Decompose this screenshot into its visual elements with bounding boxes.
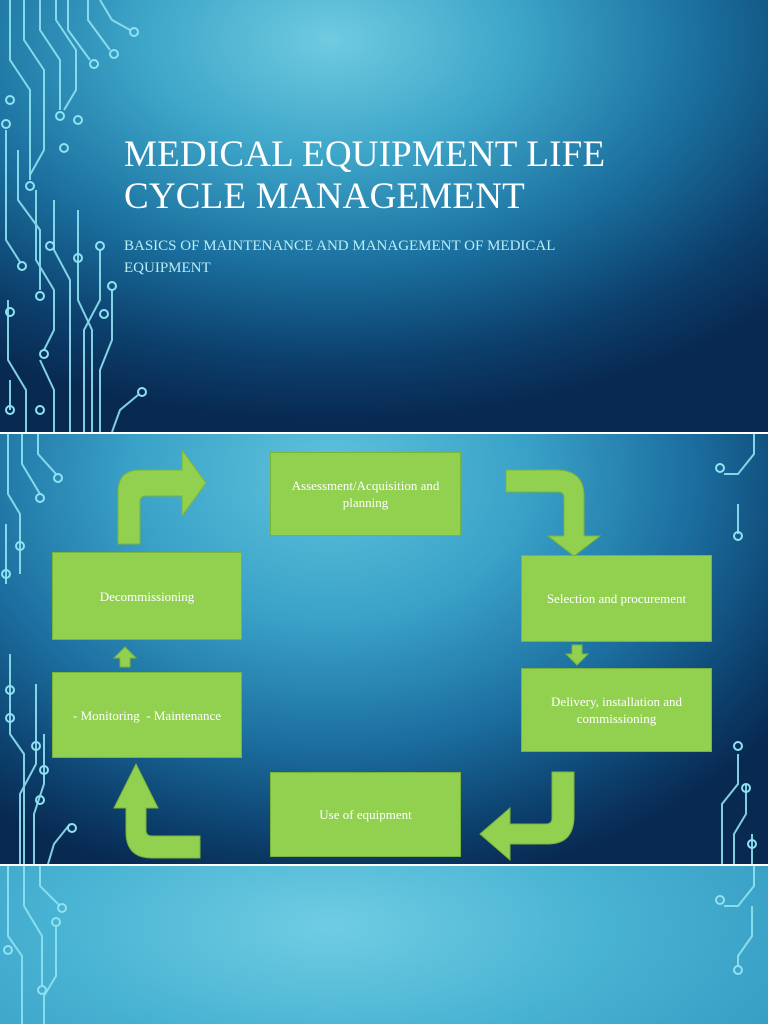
arrow-left-up-icon: [113, 762, 201, 859]
circuit-decoration-icon: [3, 866, 67, 1024]
arrow-down-icon: [565, 644, 589, 666]
arrow-up-right-icon: [117, 448, 207, 545]
next-slide-partial: [0, 866, 768, 1024]
stage-use-label: Use of equipment: [319, 807, 412, 822]
stage-selection-label: Selection and procurement: [546, 591, 687, 606]
slide-subtitle: BASICS OF MAINTENANCE AND MANAGEMENT OF …: [124, 238, 555, 276]
circuit-decoration-icon: [715, 866, 755, 975]
arrow-up-icon: [113, 646, 137, 668]
title-slide: MEDICAL EQUIPMENT LIFE CYCLE MANAGEMENT …: [0, 0, 768, 432]
stage-selection-box: Selection and procurement: [521, 555, 712, 642]
stage-monitoring-box: - Monitoring - Maintenance: [52, 672, 242, 758]
stage-delivery-box: Delivery, installation and commissioning: [521, 668, 712, 752]
circuit-decoration-icon: [715, 434, 757, 864]
stage-assessment-label: Assessment/Acquisition and planning: [291, 478, 440, 510]
slide-title: MEDICAL EQUIPMENT LIFE CYCLE MANAGEMENT: [124, 134, 606, 217]
stage-use-box: Use of equipment: [270, 772, 461, 857]
stage-monitoring-label: - Monitoring - Maintenance: [72, 707, 221, 723]
arrow-down-left-icon: [479, 771, 575, 862]
circuit-decoration-icon: [1, 0, 147, 432]
slide-divider: [0, 864, 768, 866]
stage-assessment-box: Assessment/Acquisition and planning: [270, 452, 461, 536]
circuit-decoration-icon: [1, 434, 77, 864]
stage-decommissioning-box: Decommissioning: [52, 552, 242, 640]
stage-decommissioning-label: Decommissioning: [99, 588, 195, 604]
arrow-right-down-icon: [505, 469, 602, 557]
stage-delivery-label: Delivery, installation and commissioning: [551, 694, 682, 726]
slide-divider: [0, 432, 768, 434]
life-cycle-slide: Assessment/Acquisition and planning Sele…: [0, 434, 768, 864]
